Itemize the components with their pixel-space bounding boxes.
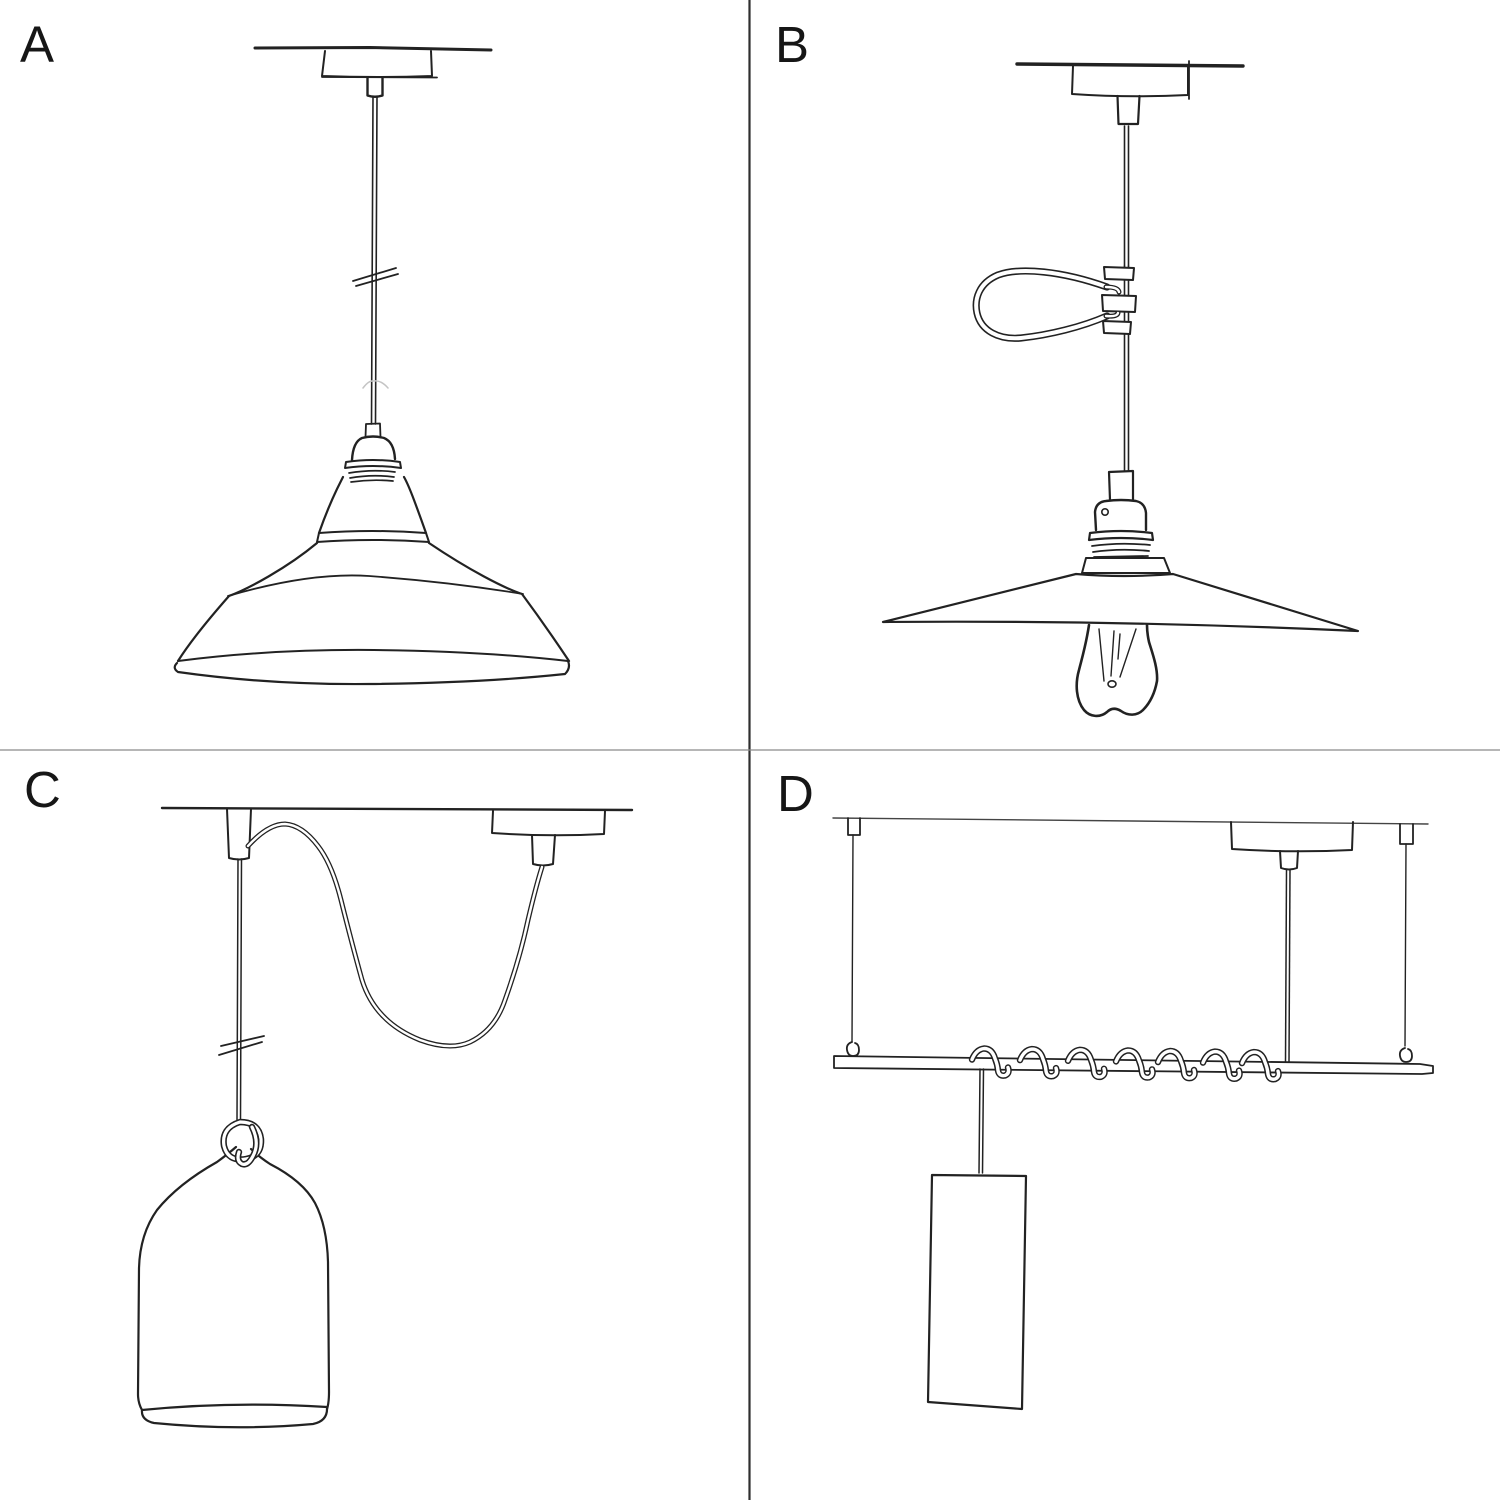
- svg-text:C: C: [24, 761, 61, 818]
- svg-text:B: B: [775, 16, 809, 73]
- svg-text:A: A: [20, 16, 54, 73]
- svg-text:D: D: [777, 765, 814, 822]
